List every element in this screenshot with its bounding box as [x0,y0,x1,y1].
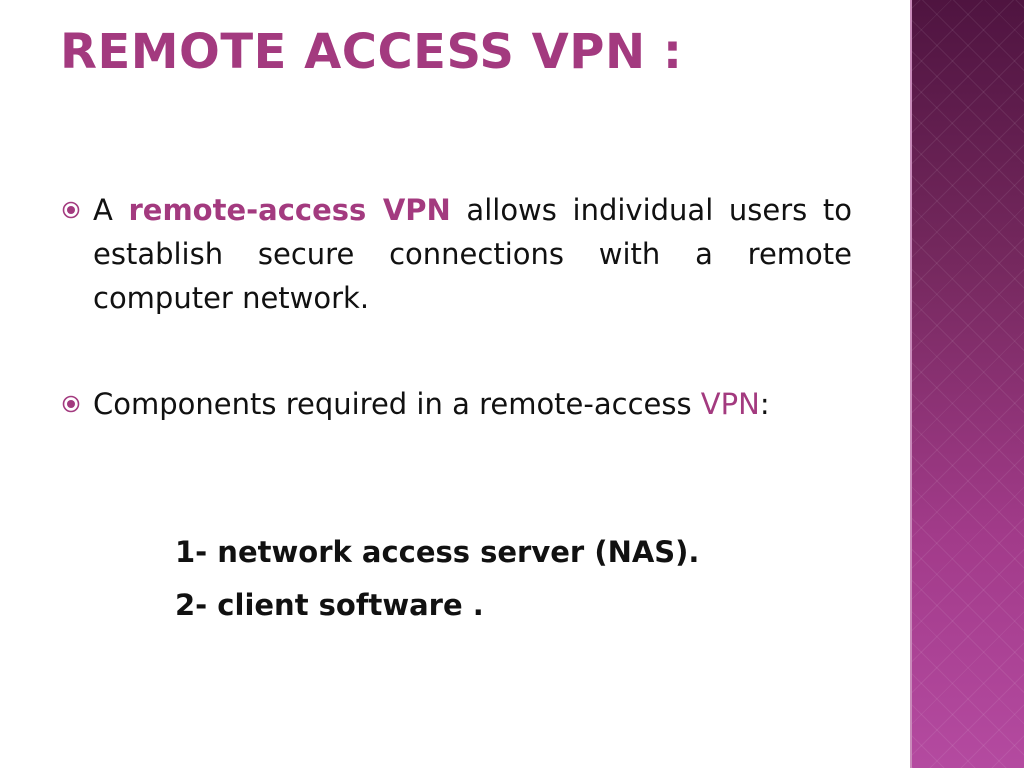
bullet-text: Components required in a remote-access V… [93,382,852,426]
bullet-text-part: Components required in a remote-access [93,387,701,421]
radio-circle-icon [62,395,80,413]
radio-circle-icon [62,201,80,219]
component-item-client-software: 2- client software . [175,588,484,622]
bullet-remote-access-definition: A remote-access VPN allows individual us… [62,188,852,320]
side-band-edge [910,0,912,768]
highlighted-term: remote-access VPN [128,193,451,227]
bullet-text-part: allows individual users to establish sec… [93,193,853,315]
component-item-nas: 1- network access server (NAS). [175,535,700,569]
decorative-side-band [912,0,1024,768]
slide-title: REMOTE ACCESS VPN : [60,24,683,80]
bullet-text: A remote-access VPN allows individual us… [93,188,852,320]
bullet-text-part: A [93,193,129,227]
bullet-text-part: : [759,387,770,421]
highlighted-term: VPN [700,387,760,421]
bullet-components-intro: Components required in a remote-access V… [62,382,852,426]
